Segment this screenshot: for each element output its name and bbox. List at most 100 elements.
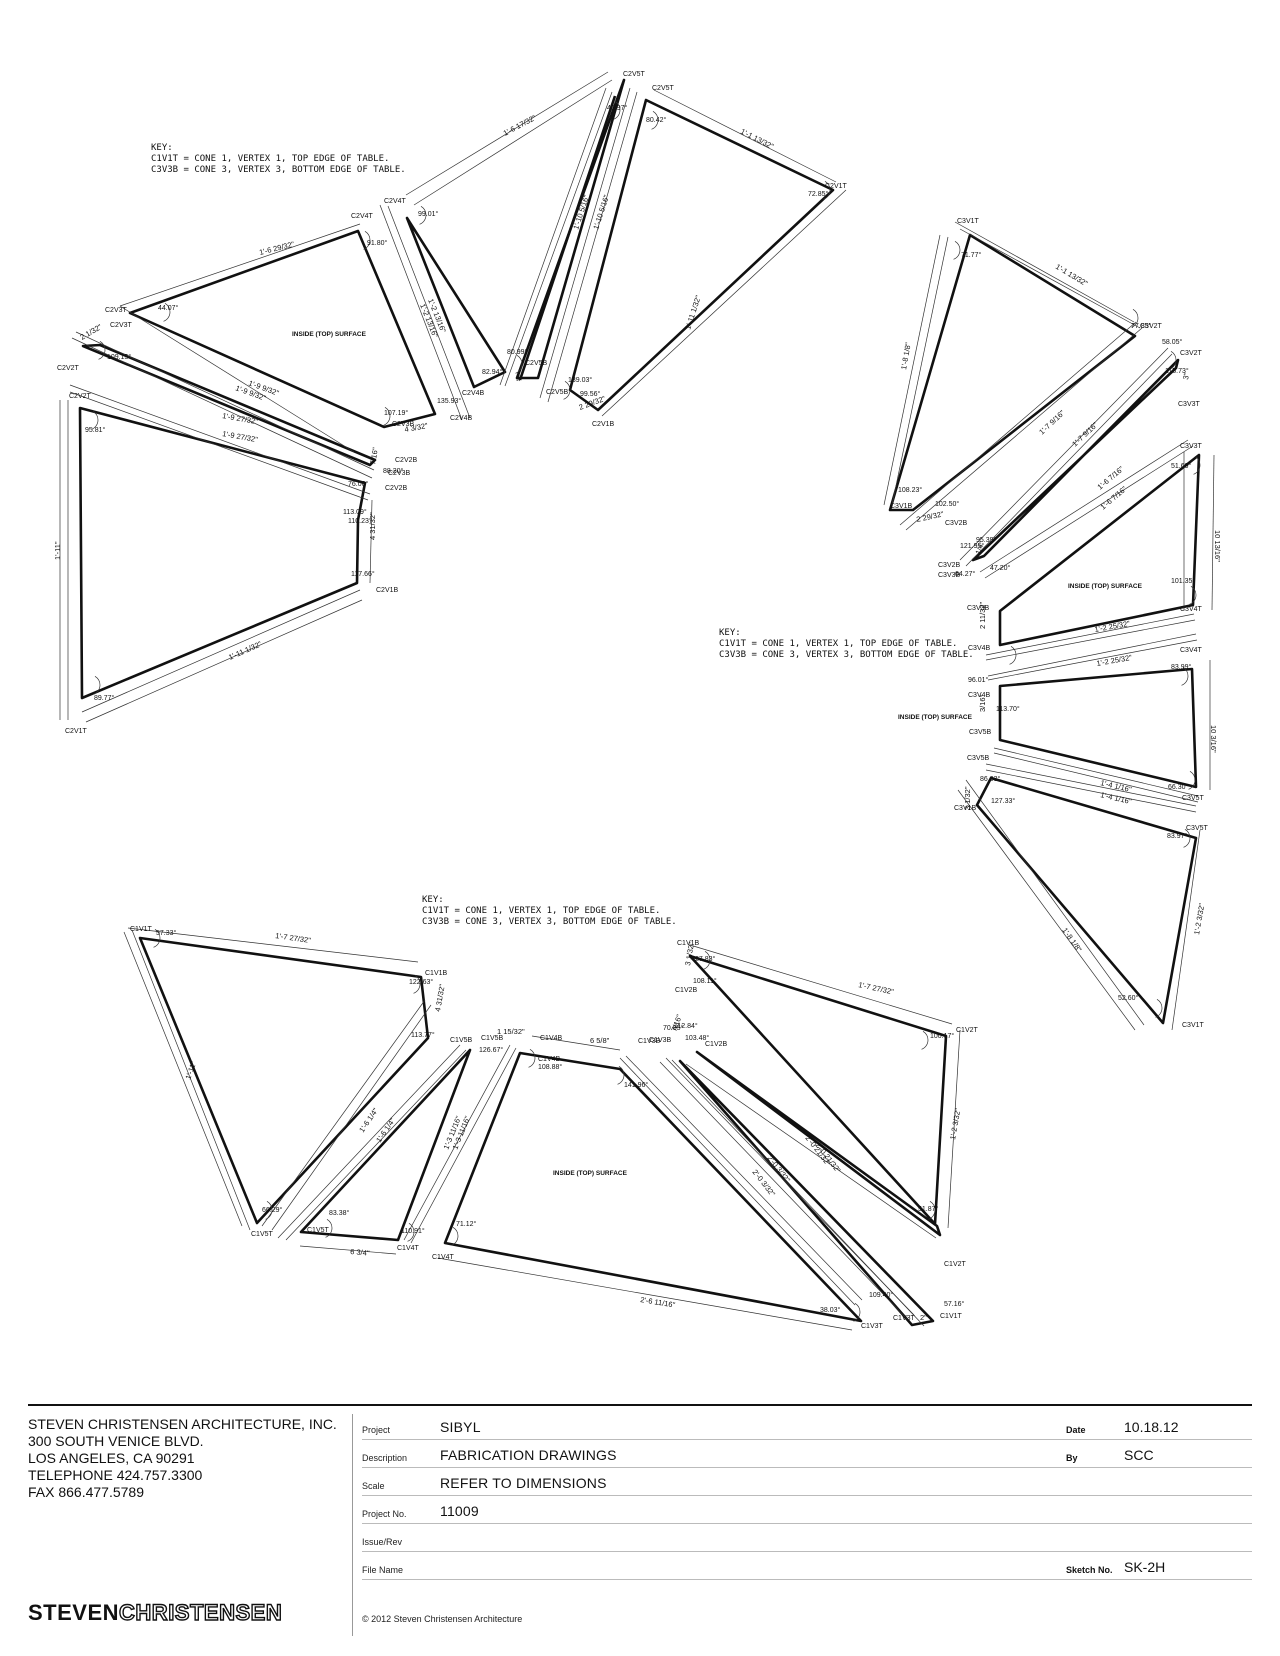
dimension-label: 2" (920, 1313, 927, 1322)
panel-outline (998, 667, 1198, 789)
angle-label: 109.15° (107, 353, 131, 361)
angle-arc (689, 949, 711, 971)
vertex-label: C1V3T (861, 1323, 884, 1330)
dimension-line (299, 1245, 397, 1255)
dimension-line (947, 1029, 961, 1229)
angle-label: 89.77° (94, 694, 115, 702)
dimension-line (71, 337, 373, 479)
file-name-label: File Name (362, 1565, 404, 1575)
angle-label: 99.01° (418, 210, 439, 218)
dimension-label: 1'-7 9/16" (1037, 408, 1067, 436)
dimension-line (547, 91, 638, 403)
dimension-label: 7/16" (368, 446, 380, 465)
angle-label: 83.97° (1167, 832, 1188, 840)
dimension-line (987, 639, 1198, 681)
vertex-label: C2V2B (395, 457, 418, 464)
angle-label: 57.16° (944, 1300, 965, 1308)
dimension-line (1171, 829, 1201, 1031)
dimension-line (891, 236, 949, 506)
vertex-label: C1V2B (675, 987, 698, 994)
dimension-line (985, 763, 1197, 807)
vertex-label: C3V3B (938, 572, 961, 579)
dimension-line (369, 499, 373, 584)
dimension-line (123, 931, 243, 1227)
angle-label: 82.94° (482, 368, 503, 376)
dimension-line (957, 789, 1136, 1031)
title-block-rule (28, 1404, 1252, 1406)
panel-outline (78, 406, 367, 700)
vertex-label: C2V2T (69, 393, 92, 400)
row-project: Project SIBYL Date 10.18.12 (362, 1412, 1252, 1440)
dimension-line (413, 79, 613, 206)
dimension-label: 1'-7 27/32" (275, 931, 312, 945)
angle-label: 101.35° (1171, 577, 1195, 585)
dimension-line (69, 384, 371, 495)
dimension-line (985, 769, 1197, 813)
dimension-line (689, 944, 953, 1025)
vertex-label: C3V5B (967, 755, 990, 762)
dimension-line (993, 752, 1199, 803)
surface-label-cone2: INSIDE (TOP) SURFACE (292, 331, 367, 338)
dimension-label: 1'-2 3/32" (1192, 902, 1206, 935)
dimension-line (504, 91, 613, 387)
vertex-label: C1V5B (481, 1035, 504, 1042)
key-title-3: KEY: (422, 895, 444, 905)
angle-label: 70.85° (663, 1024, 684, 1032)
dimension-line (1211, 454, 1215, 611)
angle-label: 66.30° (1168, 783, 1189, 791)
vertex-label: C2V5T (652, 85, 675, 92)
vertex-label: C1V5T (307, 1227, 330, 1234)
key-line-1a: C1V1T = CONE 1, VERTEX 1, TOP EDGE OF TA… (151, 154, 389, 164)
dimension-line (965, 779, 1145, 1026)
dimension-label: 3 1/32" (683, 941, 696, 966)
angle-label: 110.23° (348, 517, 372, 525)
angle-label: 100.17° (930, 1032, 954, 1040)
dimension-label: 4 31/32" (368, 512, 377, 540)
panel-outline (998, 453, 1201, 647)
vertex-label: C3V3T (1178, 401, 1201, 408)
angle-arc (79, 674, 101, 696)
copyright: © 2012 Steven Christensen Architecture (362, 1614, 523, 1624)
dimension-line (984, 445, 1194, 579)
panel-outline (975, 776, 1198, 1025)
row-project-no: Project No. 11009 (362, 1496, 1252, 1524)
vertex-label: C1V1T (940, 1313, 963, 1320)
dimension-label: 1 15/32" (497, 1027, 525, 1036)
angle-arc (939, 239, 961, 261)
dimension-line (85, 599, 363, 723)
angle-arc (914, 1199, 936, 1221)
dimension-line (959, 228, 1141, 329)
dimension-line (685, 1063, 937, 1239)
panel-outline (678, 1059, 935, 1327)
vertex-label: C1V2T (956, 1027, 979, 1034)
firm-address-2: LOS ANGELES, CA 90291 (28, 1450, 195, 1466)
angle-label: 139.03° (568, 376, 592, 384)
angle-arc (1155, 349, 1177, 371)
row-scale: Scale REFER TO DIMENSIONS (362, 1468, 1252, 1496)
vertex-label: C1V3B (638, 1038, 661, 1045)
angle-label: 121.95° (960, 542, 984, 550)
vertex-label: C2V3B (388, 470, 411, 477)
dimension-line (899, 321, 1137, 526)
panel-outlines (59, 71, 1215, 1331)
angle-arc (369, 405, 391, 427)
dimension-line (659, 1061, 909, 1321)
surface-label-cone3b: INSIDE (TOP) SURFACE (898, 714, 973, 721)
sketch-no-value: SK-2H (1124, 1559, 1166, 1575)
panel-outline (81, 343, 377, 467)
dimension-line (625, 1055, 863, 1301)
vertex-label: C2V1B (376, 587, 399, 594)
dimension-line (601, 189, 847, 417)
panel-outline (128, 229, 437, 429)
angle-label: 108.11° (693, 977, 717, 985)
dimension-line (985, 619, 1196, 661)
dimension-line (653, 89, 837, 183)
description-value: FABRICATION DRAWINGS (440, 1447, 617, 1463)
firm-address-1: 300 SOUTH VENICE BLVD. (28, 1433, 204, 1449)
dimension-line (437, 1257, 853, 1331)
angle-label: 95.81° (85, 426, 106, 434)
vertex-label: C1V1B (677, 940, 700, 947)
vertex-label: C2V4T (351, 213, 374, 220)
vertex-label: C1V5B (450, 1037, 473, 1044)
panel-labels: C2V5TC2V5TC2V1TC2V4TC2V4TC2V3TC2V3TC2V2T… (53, 71, 1222, 1330)
